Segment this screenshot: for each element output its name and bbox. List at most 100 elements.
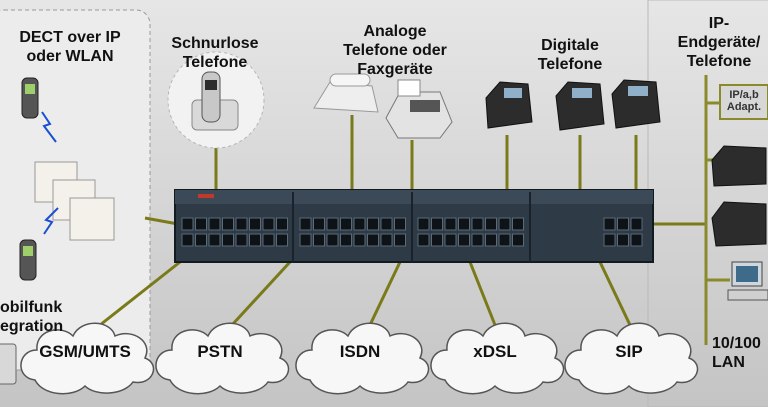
- rj45-port: [299, 217, 312, 231]
- label-ip-line-3: Telefone: [686, 53, 752, 70]
- rj45-port: [276, 233, 288, 247]
- rj45-port: [512, 233, 524, 247]
- line-xdsl: [468, 261, 497, 326]
- wireless-signal-icons: [41, 111, 59, 235]
- rj45-port: [431, 233, 443, 247]
- cloud-label-xdsl: xDSL: [473, 342, 517, 361]
- cloud-shape-3: [295, 322, 430, 395]
- rj45-port: [617, 217, 629, 231]
- rj45-port: [276, 217, 288, 231]
- ip-phone-1: [711, 145, 767, 187]
- rj45-port: [485, 217, 497, 231]
- rj45-port: [326, 217, 339, 231]
- rj45-port: [222, 233, 234, 247]
- rj45-port: [208, 217, 221, 231]
- label-cordless-line-1: Schnurlose: [171, 35, 259, 52]
- rj45-port: [340, 233, 352, 247]
- label-dect-line-2: oder WLAN: [26, 48, 114, 65]
- rj45-port: [249, 233, 261, 247]
- label-analog-line-1: Analoge: [363, 23, 427, 40]
- rj45-port: [512, 217, 524, 231]
- label-adapter: IP/a,b Adapt.: [722, 89, 766, 113]
- ip-phone-2: [711, 201, 767, 247]
- rj45-port: [195, 233, 207, 247]
- cordless-phone-icon: [191, 71, 239, 131]
- rj45-port: [417, 233, 430, 247]
- brand-logo: [198, 194, 214, 198]
- rj45-port: [394, 233, 406, 247]
- fax-icon: [385, 79, 453, 139]
- rj45-port: [181, 233, 194, 247]
- rj45-port: [313, 233, 325, 247]
- rj45-port: [380, 233, 393, 247]
- rj45-port: [603, 233, 616, 247]
- digital-phone-screens: [504, 86, 648, 98]
- label-mobile: obilfunk egration: [0, 298, 70, 336]
- base-station-icons: [34, 161, 115, 241]
- rj45-port: [235, 233, 248, 247]
- line-pstn: [230, 260, 292, 327]
- rj45-port: [340, 217, 352, 231]
- label-adapter-line-1: IP/a,b: [729, 89, 759, 101]
- line-isdn: [368, 261, 402, 326]
- rj45-port: [262, 217, 275, 231]
- rj45-port: [617, 233, 629, 247]
- pbx-ports: [181, 217, 643, 247]
- label-dect-line-1: DECT over IP: [19, 29, 121, 46]
- cloud-shape-2: [155, 322, 290, 395]
- cloud-label-isdn: ISDN: [339, 342, 381, 361]
- cloud-shape-4: [430, 322, 565, 395]
- cloud-label-sip: SIP: [615, 342, 643, 361]
- label-analog: Analoge Telefone oder Faxgeräte: [330, 22, 460, 79]
- rj45-port: [195, 217, 207, 231]
- dect-handset-2-icon: [19, 239, 37, 281]
- rj45-port: [431, 217, 443, 231]
- line-sip: [598, 261, 632, 326]
- rj45-port: [603, 217, 616, 231]
- line-dect-base: [144, 216, 179, 226]
- cloud-label-gsm: GSM/UMTS: [39, 342, 131, 361]
- rj45-port: [498, 233, 511, 247]
- rj45-port: [249, 217, 261, 231]
- rj45-port: [353, 217, 366, 231]
- rj45-port: [313, 217, 325, 231]
- pc-icon: [727, 261, 768, 301]
- label-mobile-line-2: egration: [0, 318, 64, 335]
- rj45-port: [262, 233, 275, 247]
- label-mobile-line-1: obilfunk: [0, 299, 63, 316]
- rj45-port: [235, 217, 248, 231]
- rj45-port: [299, 233, 312, 247]
- rj45-port: [471, 217, 484, 231]
- rj45-port: [181, 217, 194, 231]
- rj45-port: [444, 233, 457, 247]
- label-ip: IP- Endgeräte/ Telefone: [670, 14, 768, 71]
- rj45-port: [222, 217, 234, 231]
- label-digital: Digitale Telefone: [522, 36, 618, 74]
- connection-lines: [99, 115, 706, 327]
- rj45-port: [326, 233, 339, 247]
- ip-adapter-box: [719, 84, 768, 120]
- line-gsm: [99, 260, 181, 327]
- label-ip-line-1: IP-: [708, 15, 730, 32]
- rj45-port: [458, 217, 470, 231]
- mobile-phone-icon: [0, 343, 17, 385]
- network-clouds: [20, 322, 699, 395]
- analog-phone-icon: [313, 73, 379, 113]
- rj45-port: [444, 217, 457, 231]
- rj45-port: [485, 233, 497, 247]
- rj45-port: [630, 233, 643, 247]
- rj45-port: [498, 217, 511, 231]
- label-lan-line-2: LAN: [712, 354, 745, 371]
- label-digital-line-2: Telefone: [537, 56, 603, 73]
- cloud-shape-5: [564, 322, 699, 395]
- label-dect: DECT over IP oder WLAN: [8, 28, 132, 66]
- rj45-port: [367, 217, 379, 231]
- label-analog-line-3: Faxgeräte: [357, 61, 433, 78]
- rj45-port: [417, 217, 430, 231]
- rj45-port: [380, 217, 393, 231]
- dect-handset-icon: [21, 77, 39, 119]
- label-cordless-line-2: Telefone: [182, 54, 248, 71]
- label-adapter-line-2: Adapt.: [726, 101, 762, 113]
- rj45-port: [630, 217, 643, 231]
